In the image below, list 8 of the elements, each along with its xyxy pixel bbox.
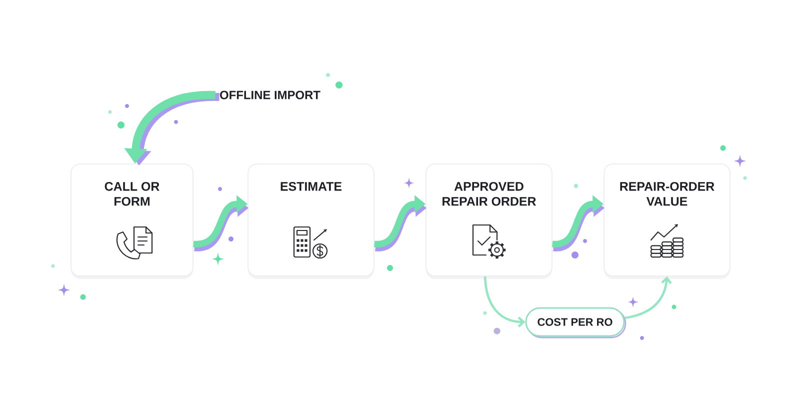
process-box: REPAIR-ORDER VALUE (604, 164, 730, 279)
process-box: CALL OR FORM (70, 164, 194, 279)
arrow (624, 276, 672, 320)
process-box: ESTIMATE (248, 164, 374, 279)
arrow (484, 276, 526, 328)
process-box: APPROVED REPAIR ORDER (426, 164, 552, 279)
pill-box: COST PER RO (525, 307, 626, 338)
text-label: OFFLINE IMPORT (220, 90, 320, 100)
